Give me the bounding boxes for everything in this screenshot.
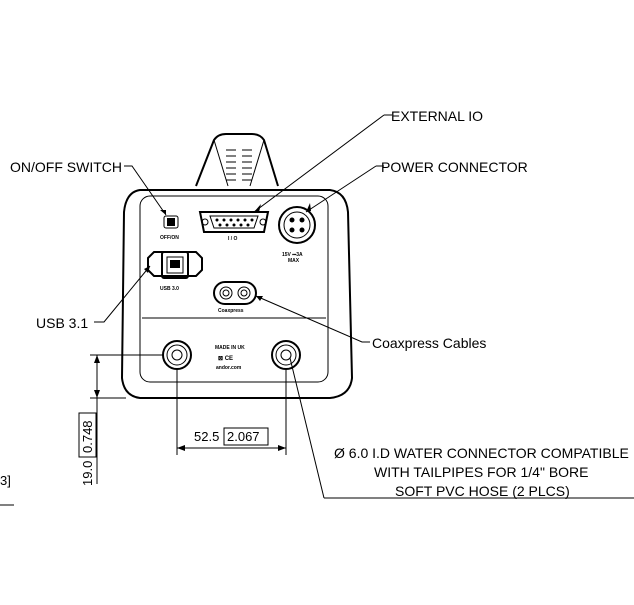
water-connector-left[interactable] [162,340,192,370]
callout-water-line2: WITH TAILPIPES FOR 1/4" BORE [374,464,589,480]
callout-usb: USB 3.1 [36,315,88,331]
usb-connector[interactable]: USB 3.0 [147,251,203,292]
callout-power-connector: POWER CONNECTOR [381,159,528,175]
camera-body [120,133,354,399]
power-connector[interactable]: 15V ⎓3A MAX [278,206,316,264]
usb-label: USB 3.0 [160,286,179,292]
dim-v-in: 0.748 [80,420,95,453]
body-outline [120,189,354,399]
power-rating-2: MAX [288,258,300,264]
coaxpress-label: Coaxpress [218,308,244,314]
website-label: andor.com [216,365,242,371]
marking-block: MADE IN UK ⊠ CE andor.com [215,345,245,371]
io-label: I / O [228,236,238,242]
callout-water-line1: Ø 6.0 I.D WATER CONNECTOR COMPATIBLE [334,445,629,461]
compliance-label: ⊠ CE [218,356,233,362]
dim-h-mm: 52.5 [194,429,219,444]
water-connector-right[interactable] [271,340,301,370]
offon-label: OFF/ON [160,235,179,241]
edge-fragment: 3] [0,473,11,488]
dim-h-in: 2.067 [227,429,260,444]
back-panel [139,195,329,383]
io-connector[interactable]: I / O [198,211,270,242]
vent-slots [226,149,252,181]
callout-water-line3: SOFT PVC HOSE (2 PLCS) [395,483,570,499]
callout-coaxpress: Coaxpress Cables [372,335,486,351]
top-fin [195,133,279,187]
made-in-label: MADE IN UK [215,345,245,351]
dim-vertical: 19.0 0.748 [78,412,97,486]
callout-external-io: EXTERNAL IO [391,108,483,124]
dim-horizontal: 52.5 2.067 [194,427,269,446]
callout-onoff-switch: ON/OFF SWITCH [10,159,122,175]
power-rating-1: 15V ⎓3A [282,252,303,258]
dimension-lines [0,354,287,506]
onoff-switch[interactable]: OFF/ON [160,215,179,241]
dim-v-mm: 19.0 [80,461,95,486]
leader-lines [94,114,634,499]
coaxpress-connector[interactable]: Coaxpress [213,281,257,314]
arrowheads [144,203,311,301]
